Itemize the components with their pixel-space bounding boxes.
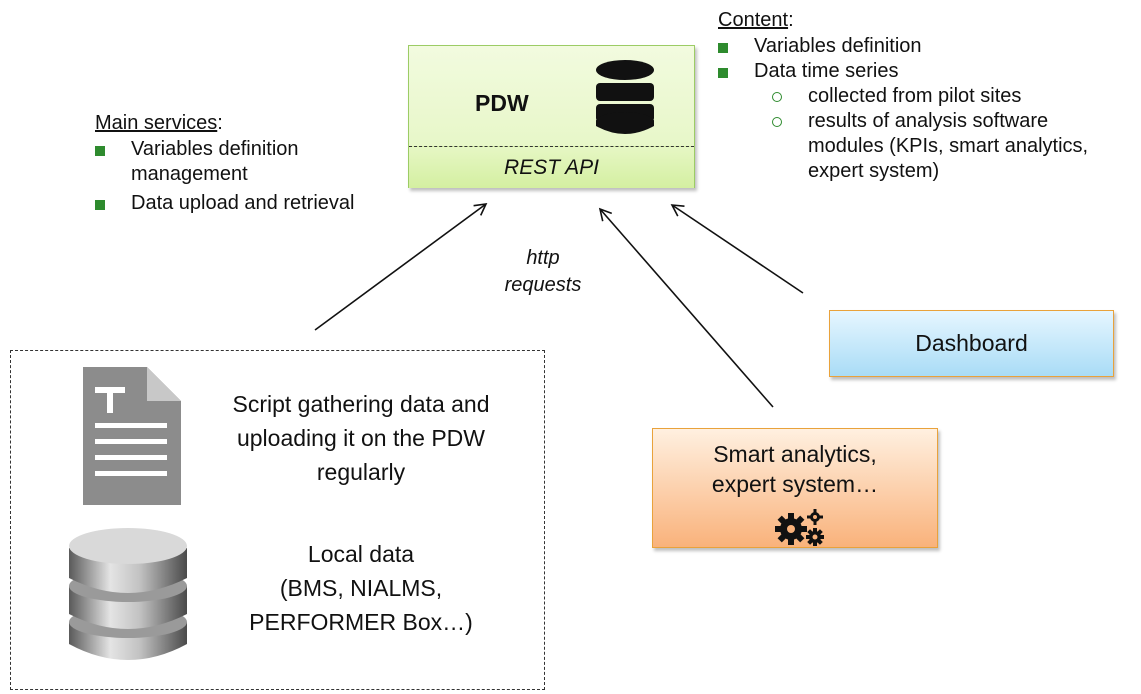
local-line-3: PERFORMER Box…) <box>249 609 473 635</box>
bullet-square-icon <box>95 200 105 210</box>
content-sublist: collected from pilot sites results of an… <box>718 84 1128 184</box>
bullet-square-icon <box>718 68 728 78</box>
local-data-description: Local data (BMS, NIALMS, PERFORMER Box…) <box>196 537 526 639</box>
list-item: Data upload and retrieval <box>95 191 405 216</box>
main-services-colon: : <box>217 112 223 134</box>
analytics-line-2: expert system… <box>711 471 879 497</box>
analytics-line-1: Smart analytics, <box>713 441 877 467</box>
local-line-2: (BMS, NIALMS, <box>279 575 443 601</box>
main-services-heading-row: Main services: <box>95 111 405 137</box>
http-requests-label: http requests <box>488 245 598 299</box>
bullet-square-icon <box>95 146 105 156</box>
content-colon: : <box>788 9 794 31</box>
sublist-item-label: collected from pilot sites <box>808 85 1022 107</box>
script-line-1: Script gathering data and <box>232 391 490 417</box>
content-list: Variables definition Data time series co… <box>718 34 1128 184</box>
script-description: Script gathering data and uploading it o… <box>196 387 526 489</box>
script-line-2: uploading it on the PDW <box>236 425 486 451</box>
list-item-label: Variables definition management <box>131 138 299 185</box>
script-line-3: regularly <box>316 459 406 485</box>
arrow-dashboard-to-api <box>670 204 804 294</box>
main-services-list: Variables definition management Data upl… <box>95 137 405 216</box>
sublist-item-label: results of analysis software modules (KP… <box>808 110 1089 182</box>
arrow-local-to-api <box>314 203 488 331</box>
content-heading: Content <box>718 9 789 31</box>
rest-api-label: REST API <box>409 146 694 188</box>
sublist-item: collected from pilot sites <box>772 84 1128 109</box>
local-line-1: Local data <box>307 541 415 567</box>
pdw-box: PDW REST API <box>408 45 695 188</box>
content-heading-row: Content: <box>718 8 1128 34</box>
sublist-item: results of analysis software modules (KP… <box>772 109 1108 184</box>
main-services-heading: Main services <box>95 112 218 134</box>
list-item-label: Variables definition <box>754 35 922 57</box>
main-services-section: Main services: Variables definition mana… <box>95 111 405 216</box>
bullet-circle-icon <box>772 117 782 127</box>
content-section: Content: Variables definition Data time … <box>718 8 1128 184</box>
database-icon <box>69 528 187 660</box>
arrow-analytics-to-api <box>598 207 774 408</box>
list-item-label: Data upload and retrieval <box>131 192 355 214</box>
http-label-line1: http <box>526 247 560 269</box>
bullet-square-icon <box>718 43 728 53</box>
local-site-area: Script gathering data and uploading it o… <box>10 350 545 690</box>
database-icon <box>596 60 654 134</box>
gears-icon <box>775 509 824 546</box>
dashboard-box: Dashboard <box>829 310 1114 377</box>
smart-analytics-box: Smart analytics, expert system… <box>652 428 938 548</box>
smart-analytics-text: Smart analytics, expert system… <box>653 439 937 499</box>
list-item: Variables definition management <box>95 137 405 187</box>
pdw-title: PDW <box>475 90 529 116</box>
list-item: Variables definition <box>718 34 1128 59</box>
list-item: Data time series <box>718 59 1128 84</box>
http-label-line2: requests <box>504 274 582 296</box>
text-document-icon <box>83 367 181 505</box>
bullet-circle-icon <box>772 92 782 102</box>
dashboard-label: Dashboard <box>915 330 1028 356</box>
list-item-label: Data time series <box>754 60 899 82</box>
